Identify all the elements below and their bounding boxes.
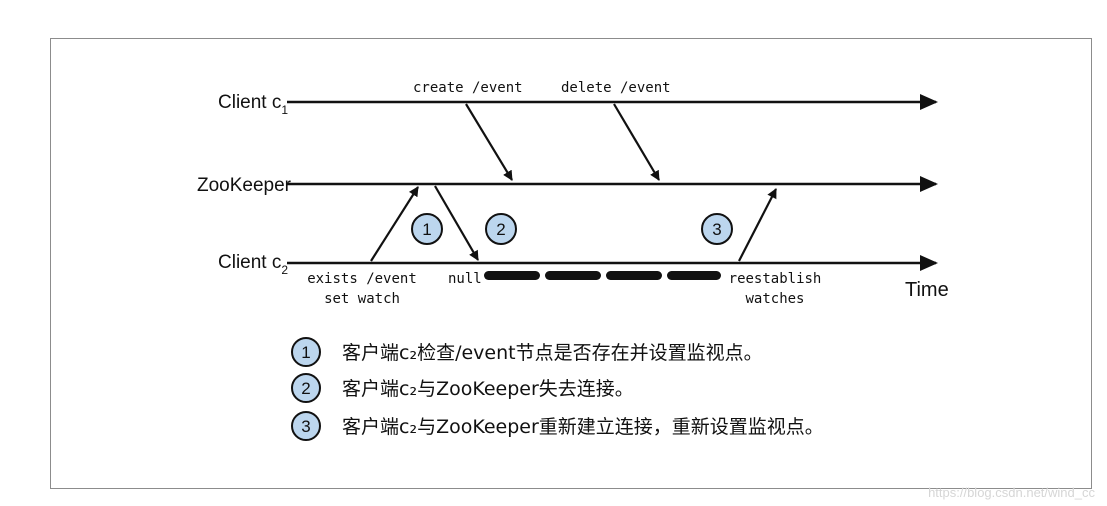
badge-2: 2: [485, 213, 517, 245]
event-label-watches: watches: [745, 291, 804, 307]
event-label-create: create /event: [413, 80, 523, 96]
arrow-delete-to-zk: [613, 103, 660, 181]
event-label-exists: exists /event: [307, 271, 417, 287]
arrow-create-to-zk: [465, 103, 513, 181]
legend-item-2: 2 客户端c₂与ZooKeeper失去连接。: [291, 373, 634, 403]
legend-text-2: 客户端c₂与ZooKeeper失去连接。: [342, 378, 634, 400]
svg-text:2: 2: [301, 379, 310, 398]
legend-text-1: 客户端c₂检查/event节点是否存在并设置监视点。: [342, 342, 763, 364]
event-label-delete: delete /event: [561, 80, 671, 96]
badge-3: 3: [701, 213, 733, 245]
lane-label-client1: Client c1: [218, 92, 288, 117]
badge-1: 1: [411, 213, 443, 245]
svg-text:2: 2: [496, 220, 505, 239]
legend-text-3: 客户端c₂与ZooKeeper重新建立连接，重新设置监视点。: [342, 416, 824, 438]
disconnect-dash: [545, 271, 601, 280]
arrow-exists-to-zk: [370, 186, 419, 262]
arrow-null-to-client2: [434, 185, 479, 261]
lane-label-zookeeper: ZooKeeper: [197, 175, 292, 196]
disconnect-dash: [484, 271, 540, 280]
legend-item-3: 3 客户端c₂与ZooKeeper重新建立连接，重新设置监视点。: [291, 411, 824, 441]
svg-text:1: 1: [422, 220, 431, 239]
arrow-reestablish-to-zk: [738, 188, 777, 262]
svg-text:1: 1: [301, 343, 310, 362]
svg-text:3: 3: [712, 220, 721, 239]
lane-label-client2: Client c2: [218, 252, 288, 277]
disconnect-dash: [606, 271, 662, 280]
legend-item-1: 1 客户端c₂检查/event节点是否存在并设置监视点。: [291, 337, 763, 367]
watermark: https://blog.csdn.net/wind_cc: [928, 485, 1095, 500]
disconnect-dashes: [484, 271, 721, 280]
svg-text:3: 3: [301, 417, 310, 436]
event-label-set-watch: set watch: [324, 291, 400, 307]
event-label-null: null: [448, 271, 482, 287]
disconnect-dash: [667, 271, 721, 280]
time-axis-label: Time: [905, 279, 949, 301]
event-label-reestablish: reestablish: [729, 271, 822, 287]
